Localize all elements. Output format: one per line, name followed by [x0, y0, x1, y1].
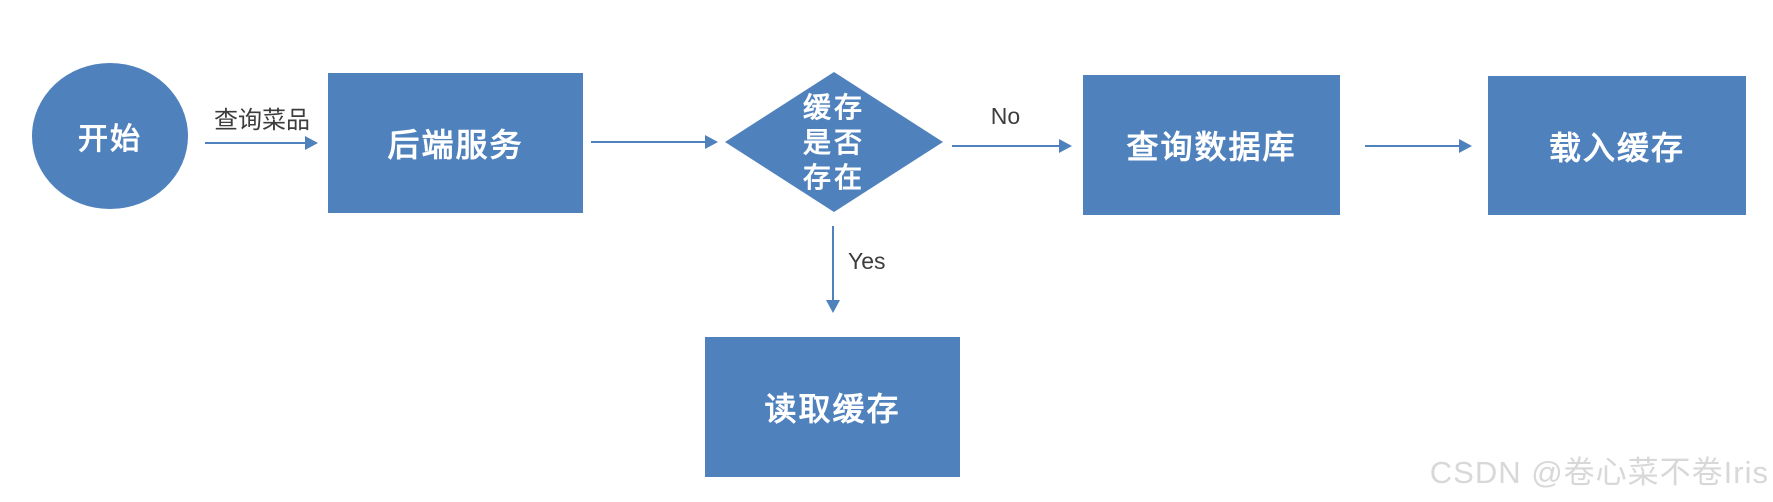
node-decision: 缓存 是否 存在	[725, 72, 943, 212]
node-read-cache: 读取缓存	[705, 337, 960, 477]
node-query-db-label: 查询数据库	[1126, 129, 1297, 165]
node-read-cache-label: 读取缓存	[764, 391, 901, 427]
edge-label-start-backend: 查询菜品	[214, 107, 310, 134]
arrow-start-to-backend	[205, 142, 305, 144]
node-load-cache-label: 载入缓存	[1548, 129, 1685, 166]
arrow-querydb-to-loadcache	[1365, 145, 1459, 147]
node-backend: 后端服务	[328, 73, 583, 213]
edge-label-yes: Yes	[848, 248, 886, 274]
node-start-label: 开始	[78, 123, 142, 156]
arrow-decision-to-readcache	[832, 226, 834, 300]
node-decision-label-line2: 是否	[802, 126, 865, 158]
node-load-cache: 载入缓存	[1488, 76, 1746, 215]
node-decision-label-line1: 缓存	[802, 91, 865, 123]
node-backend-label: 后端服务	[387, 127, 524, 163]
node-decision-label-line3: 存在	[802, 161, 865, 193]
arrow-backend-to-decision	[591, 141, 705, 143]
node-start: 开始	[32, 63, 188, 209]
csdn-watermark: CSDN @卷心菜不卷Iris	[1429, 455, 1769, 490]
arrow-decision-to-querydb	[952, 145, 1059, 147]
node-query-db: 查询数据库	[1083, 75, 1340, 215]
edge-label-no: No	[990, 103, 1021, 129]
